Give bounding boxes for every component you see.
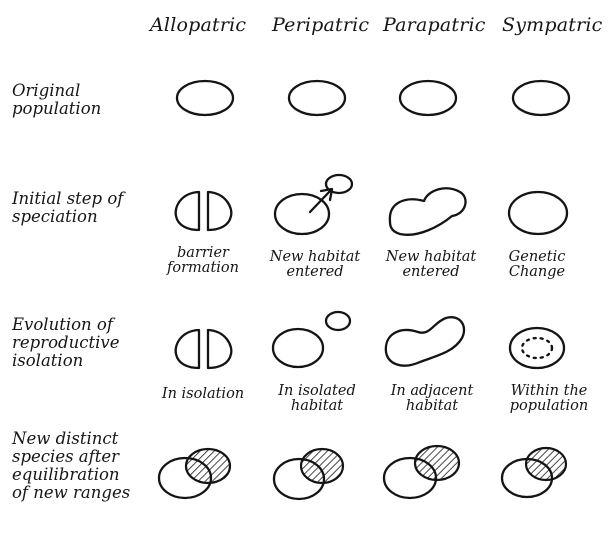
parapatric-adjacent-population <box>386 317 464 365</box>
sympatric-population-outer <box>510 328 564 368</box>
original-population-sympatric <box>513 81 569 115</box>
allopatric-new-species <box>159 449 230 498</box>
original-population-peripatric <box>289 81 345 115</box>
original-population-allopatric <box>177 81 233 115</box>
allopatric-split-left <box>176 192 199 230</box>
peripatric-isolated-colony <box>326 312 350 330</box>
allopatric-isolated-left <box>176 330 199 368</box>
allopatric-split-right <box>208 192 231 230</box>
original-population-parapatric <box>400 81 456 115</box>
sympatric-population <box>509 192 567 234</box>
peripatric-main-population-isolated <box>273 329 323 367</box>
parapatric-expanding-population <box>390 188 466 234</box>
allopatric-isolated-right <box>208 330 231 368</box>
parapatric-new-species <box>384 446 459 498</box>
sympatric-subpopulation-dotted <box>522 338 552 358</box>
sympatric-new-species <box>502 448 566 497</box>
peripatric-new-species <box>274 449 343 499</box>
